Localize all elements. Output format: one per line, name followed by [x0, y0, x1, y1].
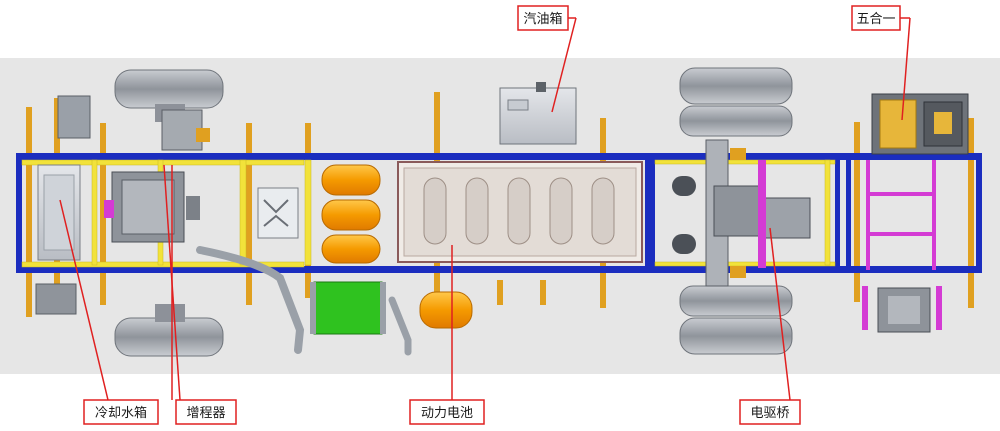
front-right-hub	[155, 304, 185, 322]
frame-rail-bottom	[16, 266, 982, 273]
frame-end-right	[976, 153, 982, 273]
controller-box	[257, 187, 299, 239]
green-box	[310, 281, 386, 335]
callout-five-in-one: 五合一	[851, 5, 911, 121]
rear-left-tire-inner	[679, 105, 793, 137]
callout-fuel-tank: 汽油箱	[517, 5, 577, 113]
exhaust-pipe-2	[388, 296, 412, 356]
rear-wheels	[679, 67, 793, 355]
callout-radiator: 冷却水箱	[59, 199, 159, 425]
front-component	[57, 95, 91, 139]
front-right-tire	[114, 317, 224, 357]
label-fuel-tank: 汽油箱	[523, 11, 562, 27]
front-left-tire	[114, 69, 224, 109]
rear-component	[877, 287, 931, 333]
rear-right-tire-outer	[679, 317, 793, 355]
label-five-in-one: 五合一	[856, 12, 895, 27]
frame-cross-rear	[835, 153, 840, 273]
frame-rail-top	[16, 153, 982, 160]
exhaust-pipe	[196, 246, 305, 354]
rear-right-tire-inner	[679, 285, 793, 317]
label-radiator: 冷却水箱	[95, 405, 147, 421]
range-extender-engine	[104, 109, 210, 243]
fuel-tank	[499, 82, 577, 145]
radiator	[37, 164, 81, 261]
frame-cross-battery-rear	[645, 153, 655, 273]
callout-power-battery: 动力电池	[409, 245, 485, 425]
magenta-members	[862, 160, 942, 330]
air-tanks	[321, 164, 473, 329]
power-battery	[397, 161, 643, 263]
label-e-axle: 电驱桥	[750, 406, 789, 421]
frame-end-left	[16, 153, 22, 273]
frame-cross-rear2	[846, 153, 851, 273]
front-bottom-component	[35, 283, 77, 315]
callout-e-axle: 电驱桥	[739, 227, 801, 425]
callout-range-extender: 增程器	[163, 164, 237, 425]
label-range-extender: 增程器	[186, 406, 225, 421]
five-in-one-unit	[871, 93, 969, 155]
label-power-battery: 动力电池	[421, 406, 473, 421]
electric-drive-axle	[672, 139, 811, 287]
rear-left-tire-outer	[679, 67, 793, 105]
